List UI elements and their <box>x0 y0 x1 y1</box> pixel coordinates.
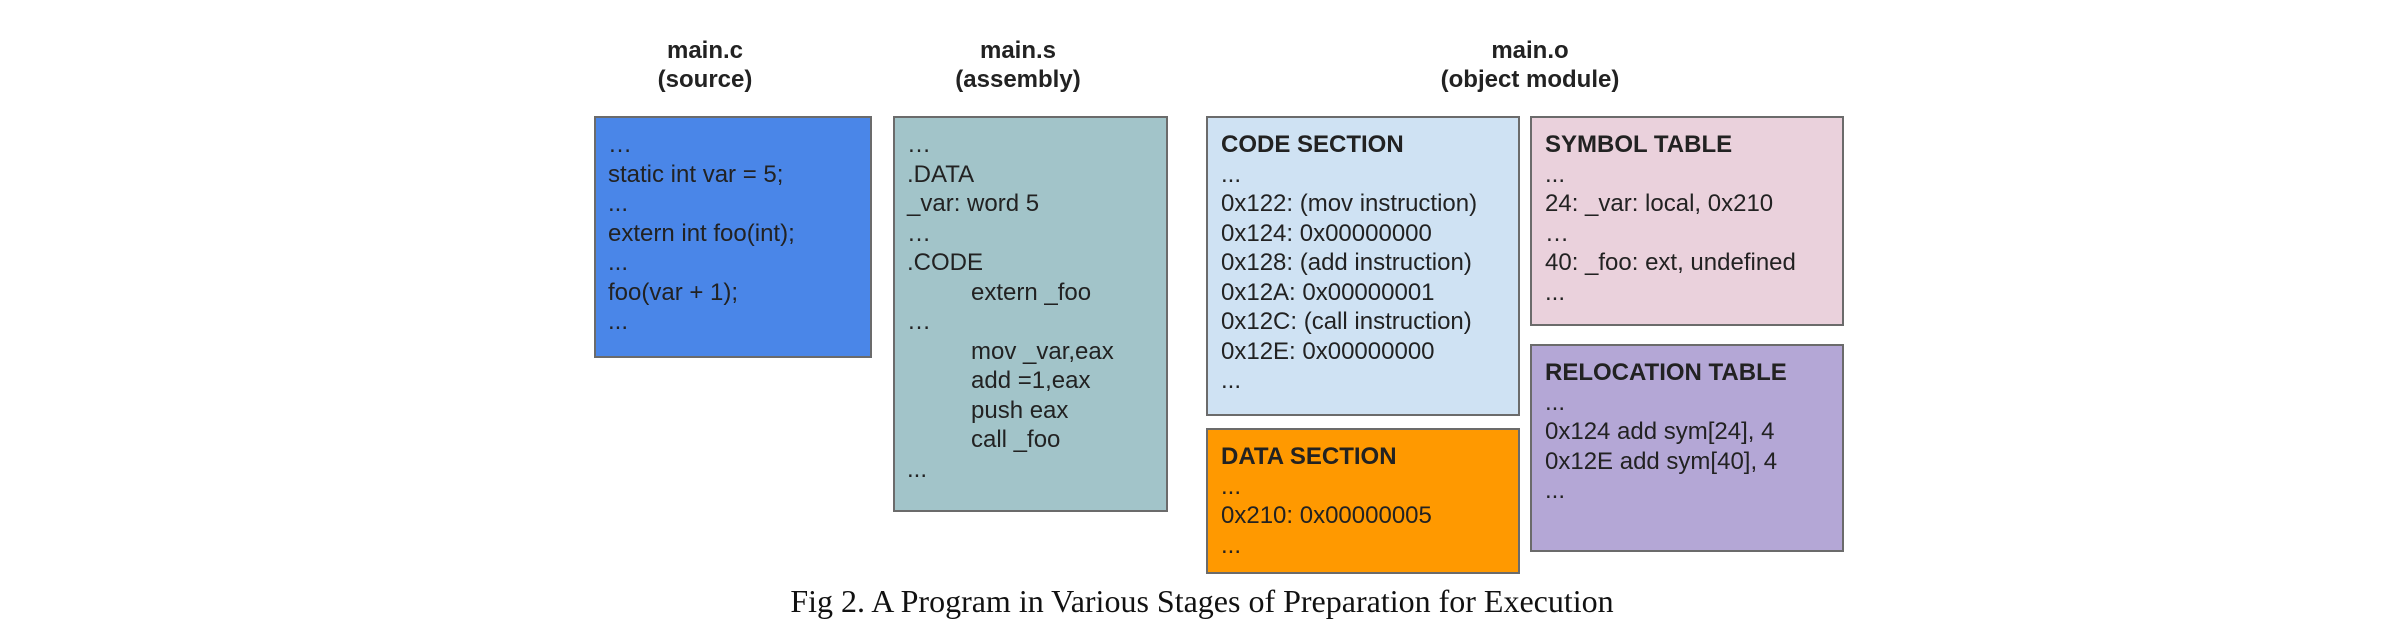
code-section-line: ... <box>1221 367 1242 394</box>
figure-caption: Fig 2. A Program in Various Stages of Pr… <box>790 583 1614 619</box>
assembly-subtitle: (assembly) <box>955 66 1081 93</box>
assembly-line: ... <box>907 455 928 483</box>
symbol-table-line: … <box>1545 219 1569 247</box>
source-line: ... <box>608 190 629 217</box>
code-section-line: ... <box>1221 160 1242 188</box>
assembly-line: call _foo <box>971 426 1061 453</box>
assembly-line: … <box>907 131 931 158</box>
symbol-table-box: SYMBOL TABLE ... 24: _var: local, 0x210 … <box>1530 116 1844 326</box>
assembly-line: mov _var,eax <box>971 337 1114 365</box>
assembly-line: _var: word 5 <box>907 190 1040 217</box>
symbol-table-line: 40: _foo: ext, undefined <box>1545 249 1796 276</box>
data-section-line: 0x210: 0x00000005 <box>1221 502 1432 529</box>
code-section-line: 0x12C: (call instruction) <box>1221 308 1472 335</box>
data-section-line: ... <box>1221 472 1242 500</box>
data-section-box: DATA SECTION ... 0x210: 0x00000005 ... <box>1206 428 1520 574</box>
assembly-line: … <box>907 308 931 335</box>
symbol-table-line: ... <box>1545 160 1566 188</box>
assembly-title: main.s <box>979 37 1057 64</box>
assembly-line: push eax <box>971 396 1069 424</box>
relocation-table-line: ... <box>1545 388 1566 416</box>
source-line: … <box>608 131 632 158</box>
object-column-title: main.o (object module) <box>1380 36 1680 94</box>
relocation-table-box: RELOCATION TABLE ... 0x124 add sym[24], … <box>1530 344 1844 552</box>
object-subtitle: (object module) <box>1440 66 1620 93</box>
source-code-box: … static int var = 5; ... extern int foo… <box>594 116 872 358</box>
source-line: static int var = 5; <box>608 160 784 188</box>
code-section-line: 0x12A: 0x00000001 <box>1221 278 1435 306</box>
assembly-line: extern _foo <box>971 278 1092 306</box>
source-line: foo(var + 1); <box>608 278 739 306</box>
assembly-line: .DATA <box>907 160 975 188</box>
relocation-table-line: 0x124 add sym[24], 4 <box>1545 418 1775 445</box>
source-line: ... <box>608 308 629 335</box>
code-section-line: 0x128: (add instruction) <box>1221 249 1472 276</box>
code-section-box: CODE SECTION ... 0x122: (mov instruction… <box>1206 116 1520 416</box>
source-column-title: main.c (source) <box>580 36 830 94</box>
relocation-table-line: 0x12E add sym[40], 4 <box>1545 447 1778 475</box>
code-section-line: 0x12E: 0x00000000 <box>1221 337 1435 365</box>
assembly-column-title: main.s (assembly) <box>878 36 1158 94</box>
relocation-table-line: ... <box>1545 477 1566 504</box>
code-section-heading: CODE SECTION <box>1221 131 1404 158</box>
source-subtitle: (source) <box>657 66 753 93</box>
assembly-line: … <box>907 219 931 247</box>
code-section-line: 0x122: (mov instruction) <box>1221 190 1478 217</box>
source-line: ... <box>608 249 629 276</box>
source-line: extern int foo(int); <box>608 219 795 247</box>
assembly-line: add =1,eax <box>971 367 1091 394</box>
code-section-line: 0x124: 0x00000000 <box>1221 219 1432 247</box>
symbol-table-heading: SYMBOL TABLE <box>1545 131 1733 158</box>
assembly-line: .CODE <box>907 249 984 276</box>
relocation-table-heading: RELOCATION TABLE <box>1545 359 1787 386</box>
data-section-heading: DATA SECTION <box>1221 443 1397 470</box>
symbol-table-line: 24: _var: local, 0x210 <box>1545 190 1774 217</box>
symbol-table-line: ... <box>1545 278 1566 306</box>
assembly-code-box: … .DATA _var: word 5 … .CODE extern _foo… <box>893 116 1168 512</box>
object-title: main.o <box>1491 37 1569 64</box>
data-section-line: ... <box>1221 531 1242 559</box>
source-title: main.c <box>666 37 744 64</box>
